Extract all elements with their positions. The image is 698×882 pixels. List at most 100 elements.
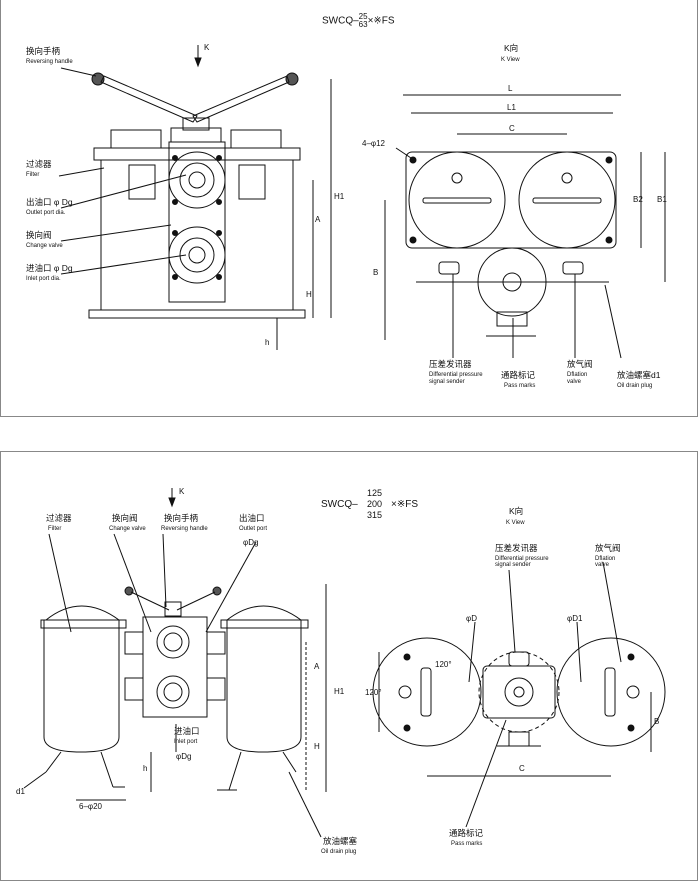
- side-box-right: [238, 164, 266, 200]
- top-kview-en: K View: [501, 57, 520, 63]
- valve-column: [168, 141, 226, 303]
- inlet-flange: [168, 226, 226, 284]
- bottom-dim-h: h: [143, 764, 148, 773]
- bottom-drain-cn: 放油螺塞: [323, 836, 358, 846]
- top-valve-en: Change valve: [26, 243, 63, 249]
- bottom-kview-en: K View: [506, 520, 525, 526]
- bottom-dim-B: B: [654, 717, 660, 726]
- top-dim-holes: 4–φ12: [362, 139, 385, 148]
- outlet-port: [179, 162, 215, 198]
- top-sender-cn: 压差发讯器: [429, 359, 472, 369]
- bracket-right: [230, 129, 282, 148]
- top-title-suffix: ×※FS: [367, 15, 395, 27]
- top-drain-en: Oil drain plug: [617, 383, 653, 389]
- top-handle-en: Reversing handle: [26, 59, 73, 65]
- handle-arm-left: [100, 75, 198, 123]
- top-drawing: [58, 45, 666, 359]
- bottom-size-200: 200: [367, 499, 383, 509]
- bottom-pass-en: Pass marks: [451, 841, 483, 847]
- top-valve-cn: 换向阀: [26, 230, 52, 240]
- top-dim-A: A: [315, 215, 321, 224]
- top-sender-en2: signal sender: [429, 379, 465, 385]
- left-tank-dome: [45, 605, 120, 621]
- bottom-sender-en1: Differential pressure: [495, 556, 549, 562]
- bracket-left: [110, 129, 162, 148]
- top-title-frac-num: 25: [358, 12, 368, 21]
- bottom-panel: SWCQ– 125 200 315 ×※FS K K向 K View 过滤器 F…: [0, 451, 698, 881]
- bottom-dim-C: C: [519, 764, 525, 773]
- top-dim-C: C: [509, 124, 515, 133]
- bottom-filter-en: Filter: [48, 526, 62, 532]
- bottom-inlet-en: Inlet port: [174, 739, 198, 745]
- bottom-kview-cn: K向: [509, 506, 524, 516]
- bottom-dim-H1: H1: [334, 687, 345, 696]
- top-dim-h: h: [265, 338, 270, 347]
- bottom-dim-A: A: [314, 662, 320, 671]
- k-arrow-head: [194, 57, 202, 68]
- bottom-filter-cn: 过滤器: [46, 513, 72, 523]
- top-pass-en: Pass marks: [504, 383, 536, 389]
- bottom-vent-en2: valve: [595, 562, 610, 568]
- bottom-title-sizes: 125 200 315: [367, 488, 382, 521]
- top-title-prefix: SWCQ–: [322, 15, 359, 27]
- base-plate: [88, 309, 306, 319]
- bottom-inlet-dim: φDg: [176, 752, 192, 761]
- inlet-core: [188, 246, 206, 264]
- filter-body: [100, 159, 294, 311]
- bottom-vent-cn: 放气阀: [595, 543, 621, 553]
- bottom-d1: d1: [16, 787, 25, 796]
- kview-filter-left: [408, 151, 506, 249]
- right-tank: [226, 620, 302, 753]
- bottom-sender-cn: 压差发讯器: [495, 543, 538, 553]
- handle-hub: [182, 117, 210, 131]
- top-k-arrow-label: K: [204, 43, 210, 52]
- valve-block: [142, 616, 208, 718]
- top-vent-en2: valve: [567, 379, 582, 385]
- bottom-ang120a: 120°: [435, 660, 452, 669]
- bottom-title-suffix: ×※FS: [391, 499, 418, 510]
- top-kview-cn: K向: [504, 43, 519, 53]
- bottom-handle-en: Reversing handle: [161, 526, 208, 532]
- kview-right-tank: [556, 637, 666, 747]
- top-dim-L: L: [508, 84, 513, 93]
- top-inlet-en: Inlet port dia.: [26, 276, 61, 282]
- top-dim-B2: B2: [633, 195, 643, 204]
- bottom-holes: 6–φ20: [79, 802, 102, 811]
- top-outlet-en: Outlet port dia.: [26, 210, 66, 216]
- top-pass-cn: 通路标记: [501, 370, 536, 380]
- inlet-port: [179, 237, 215, 273]
- bottom-k-arrow-label: K: [179, 487, 185, 496]
- top-filter-cn: 过滤器: [26, 159, 52, 169]
- bottom-outlet-cn: 出油口: [239, 513, 265, 523]
- bottom-handle-cn: 换向手柄: [164, 513, 199, 523]
- top-dim-B: B: [373, 268, 379, 277]
- kview-filter-right: [518, 151, 616, 249]
- bottom-title: SWCQ–: [321, 499, 358, 510]
- top-handle-cn: 换向手柄: [26, 46, 61, 56]
- bottom-phiD1: φD1: [567, 614, 583, 623]
- kview-valve-body: [482, 665, 556, 719]
- handle-arm-right: [192, 75, 290, 123]
- top-sender-en1: Differential pressure: [429, 372, 483, 378]
- top-plate: [93, 147, 301, 161]
- bottom-valve-cn: 换向阀: [112, 513, 138, 523]
- bottom-drain-en: Oil drain plug: [321, 849, 357, 855]
- bottom-valve-en: Change valve: [109, 526, 146, 532]
- top-outlet-cn: 出油口 φ Dg: [26, 197, 73, 207]
- outlet-core: [188, 171, 206, 189]
- top-title-frac-den: 63: [358, 20, 368, 29]
- kview-base: [405, 151, 617, 249]
- top-dim-H: H: [306, 290, 312, 299]
- top-drain-cn: 放油螺塞d1: [617, 370, 661, 380]
- top-dim-L1: L1: [507, 103, 516, 112]
- bottom-size-125: 125: [367, 488, 383, 498]
- left-tank: [43, 620, 120, 753]
- bottom-outlet-en: Outlet port: [239, 526, 268, 532]
- bottom-ang120b: 120°: [365, 688, 382, 697]
- bottom-size-315: 315: [367, 510, 383, 520]
- bottom-drawing: [23, 488, 666, 838]
- kview-center-circle: [478, 651, 560, 733]
- top-dim-H1: H1: [334, 192, 345, 201]
- side-box-left: [128, 164, 156, 200]
